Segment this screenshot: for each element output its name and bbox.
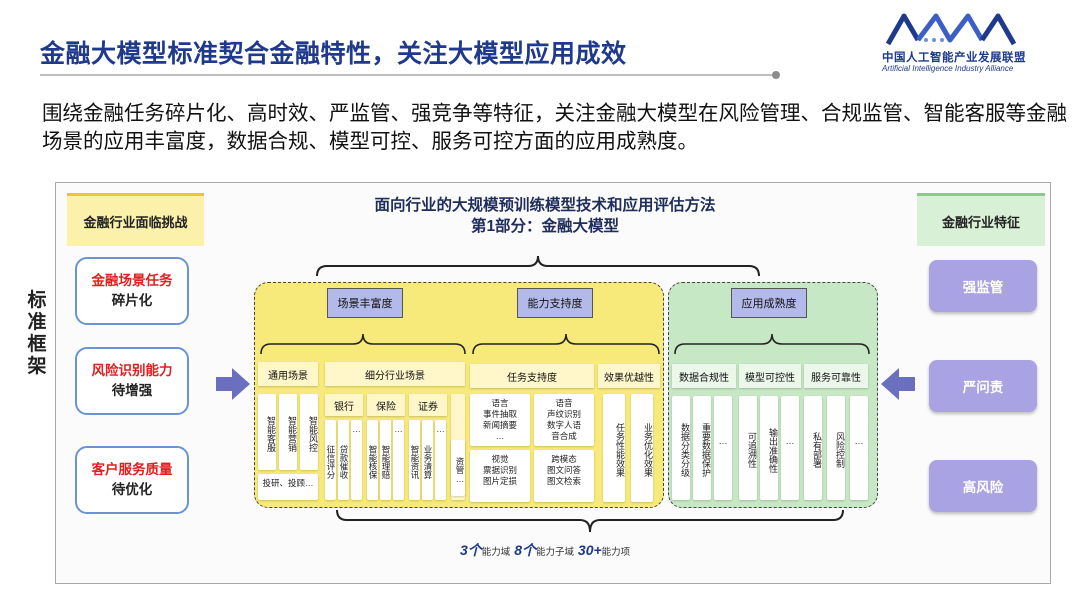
leaf-item: 私有部署 [804,396,822,500]
service-reliability-label: 服务可靠性 [804,364,868,388]
leaf-ellipsis: … [435,420,446,500]
effect-superiority-label: 效果优越性 [598,364,660,388]
logo-en-text: Artificial Intelligence Industry Allianc… [882,64,1014,73]
summary-unit: 能力项 [601,547,631,558]
page-title: 金融大模型标准契合金融特性，关注大模型应用成效 [40,40,627,68]
aiia-logo-icon [885,13,1017,46]
bottom-brace [336,509,844,533]
top-brace [316,255,760,277]
right-arrow-icon [216,368,250,400]
leaf-ellipsis: … [351,420,362,500]
leaf-item: 智能资讯 [409,420,420,500]
leaf-item: 智能核保 [367,420,378,500]
diagram-title: 面向行业的大规模预训练模型技术和应用评估方法 [374,197,716,214]
leaf-ellipsis: … [781,396,799,500]
left-heading: 金融行业面临挑战 [67,193,204,246]
summary-count: 3个 [460,542,482,558]
left-arrow-icon [881,368,915,400]
data-compliance-label: 数据合规性 [672,364,736,388]
side-label: 标准框架 [27,290,47,377]
leaf-item: 智能营销 [279,394,297,470]
leaf-item: 贷款催收 [338,420,349,500]
challenge-red-text: 风险识别能力 [91,363,173,378]
feature-card: 高风险 [929,460,1037,512]
leaf-item: 任务性能效果 [603,394,625,502]
securities-label: 证券 [409,394,447,416]
task-cell: 跨模态 图文问答 图文检索 [534,450,594,502]
summary-count: 8个 [514,542,536,558]
leaf-item: 投研、投顾… [258,474,318,500]
sector-scene-label: 细分行业场景 [325,362,465,386]
leaf-item: 业务清算 [422,420,433,500]
title-divider [40,74,775,76]
logo-cn-text: 中国人工智能产业发展联盟 [882,52,1026,64]
challenge-black-text: 待增强 [111,383,153,398]
scene-brace [260,333,466,355]
task-support-label: 任务支持度 [470,364,594,388]
summary-count: 30+ [577,542,602,558]
challenge-red-text: 金融场景任务 [91,273,173,288]
capability-support-label: 能力支持度 [517,288,593,318]
leaf-item: 智能客服 [258,394,276,470]
leaf-ellipsis: … [714,396,732,500]
leaf-item: 重要数据保护 [693,396,711,500]
leaf-ellipsis: … [393,420,404,500]
intro-paragraph: 围绕金融任务碎片化、高时效、严监管、强竞争等特征，关注金融大模型在风险管理、合规… [42,102,1067,153]
leaf-item: 风险控制 [827,396,845,500]
leaf-item: 数据分类分级 [672,396,690,500]
bank-label: 银行 [325,394,363,416]
challenge-red-text: 客户服务质量 [91,462,173,477]
task-cell: 语音 声纹识别 数字人语 音合成 [534,394,594,446]
summary-unit: 能力子域 [536,547,575,558]
insurance-label: 保险 [367,394,405,416]
title-divider-dot [772,71,780,79]
task-cell: 语言 事件抽取 新闻摘要 … [470,394,530,446]
general-scene-label: 通用场景 [258,362,318,386]
leaf-item: 可追溯性 [739,396,757,500]
summary-unit: 能力域 [481,547,511,558]
leaf-item: 资管… [451,440,465,496]
capability-summary: 3个能力域 8个能力子域 30+能力项 [460,540,630,560]
capability-brace [472,333,660,355]
feature-card: 严问责 [929,360,1037,412]
leaf-ellipsis: … [850,396,868,500]
leaf-item: 征信评分 [325,420,336,500]
challenge-card: 客户服务质量 待优化 [75,446,189,514]
right-heading: 金融行业特征 [917,193,1045,246]
challenge-card: 金融场景任务 碎片化 [75,257,189,325]
task-cell: 视觉 票据识别 图片定损 [470,450,530,502]
model-control-label: 模型可控性 [739,364,801,388]
leaf-item: 输出准确性 [760,396,778,500]
diagram-subtitle: 第1部分：金融大模型 [470,218,620,235]
challenge-black-text: 待优化 [111,482,153,497]
app-maturity-label: 应用成熟度 [731,288,807,318]
challenge-black-text: 碎片化 [111,293,153,308]
scene-richness-label: 场景丰富度 [327,288,403,318]
feature-card: 强监管 [929,260,1037,312]
leaf-item: 智能风控 [300,394,318,470]
maturity-brace [674,333,870,355]
leaf-item: 业务优化效果 [631,394,653,502]
leaf-item: 智能理赔 [380,420,391,500]
challenge-card: 风险识别能力 待增强 [75,347,189,415]
